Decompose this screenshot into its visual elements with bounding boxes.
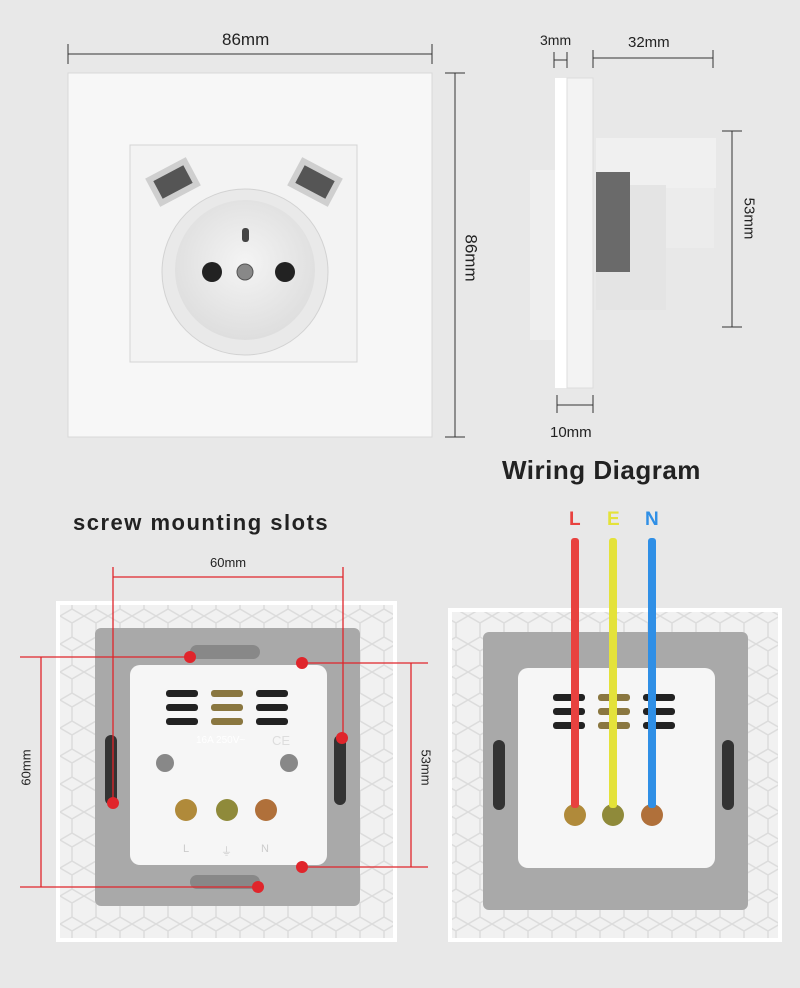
side-view xyxy=(530,50,742,413)
vertical-spacing-label: 60mm xyxy=(18,749,34,786)
dimension-lines xyxy=(20,567,428,888)
inner-spacing-label: 53mm xyxy=(418,749,434,786)
thickness-label: 10mm xyxy=(550,424,592,441)
terminal-earth-label: ⏚ xyxy=(221,846,232,858)
body-height-label: 53mm xyxy=(740,197,758,240)
wire-live xyxy=(571,538,579,808)
front-view xyxy=(67,44,465,438)
front-width-label: 86mm xyxy=(222,30,270,49)
wire-earth xyxy=(609,538,617,808)
wiring-diagram-title: Wiring Diagram xyxy=(502,455,701,485)
horizontal-spacing-label: 60mm xyxy=(210,555,247,570)
mounting-title: screw mounting slots xyxy=(73,510,330,535)
glass-thickness-label: 3mm xyxy=(540,32,572,48)
terminal-n-label: N xyxy=(261,843,269,855)
usb-port-left xyxy=(145,157,201,207)
wire-neutral xyxy=(648,538,656,808)
wire-label-live: L xyxy=(569,509,581,530)
pin-hole-right xyxy=(275,262,295,282)
rating-label: 16A 250V~ xyxy=(196,735,246,746)
pin-hole-left xyxy=(202,262,222,282)
terminal-l-label: L xyxy=(183,843,190,855)
usb-port-right xyxy=(287,157,343,207)
front-height-label: 86mm xyxy=(461,234,481,282)
mounting-view xyxy=(20,567,428,942)
earth-pin xyxy=(236,263,254,281)
depth-label: 32mm xyxy=(628,34,670,51)
screw-slot-markers xyxy=(107,651,348,893)
wiring-view xyxy=(448,538,782,942)
ce-mark: CE xyxy=(272,733,291,748)
wire-label-earth: E xyxy=(607,509,620,530)
wire-label-neutral: N xyxy=(645,509,659,530)
